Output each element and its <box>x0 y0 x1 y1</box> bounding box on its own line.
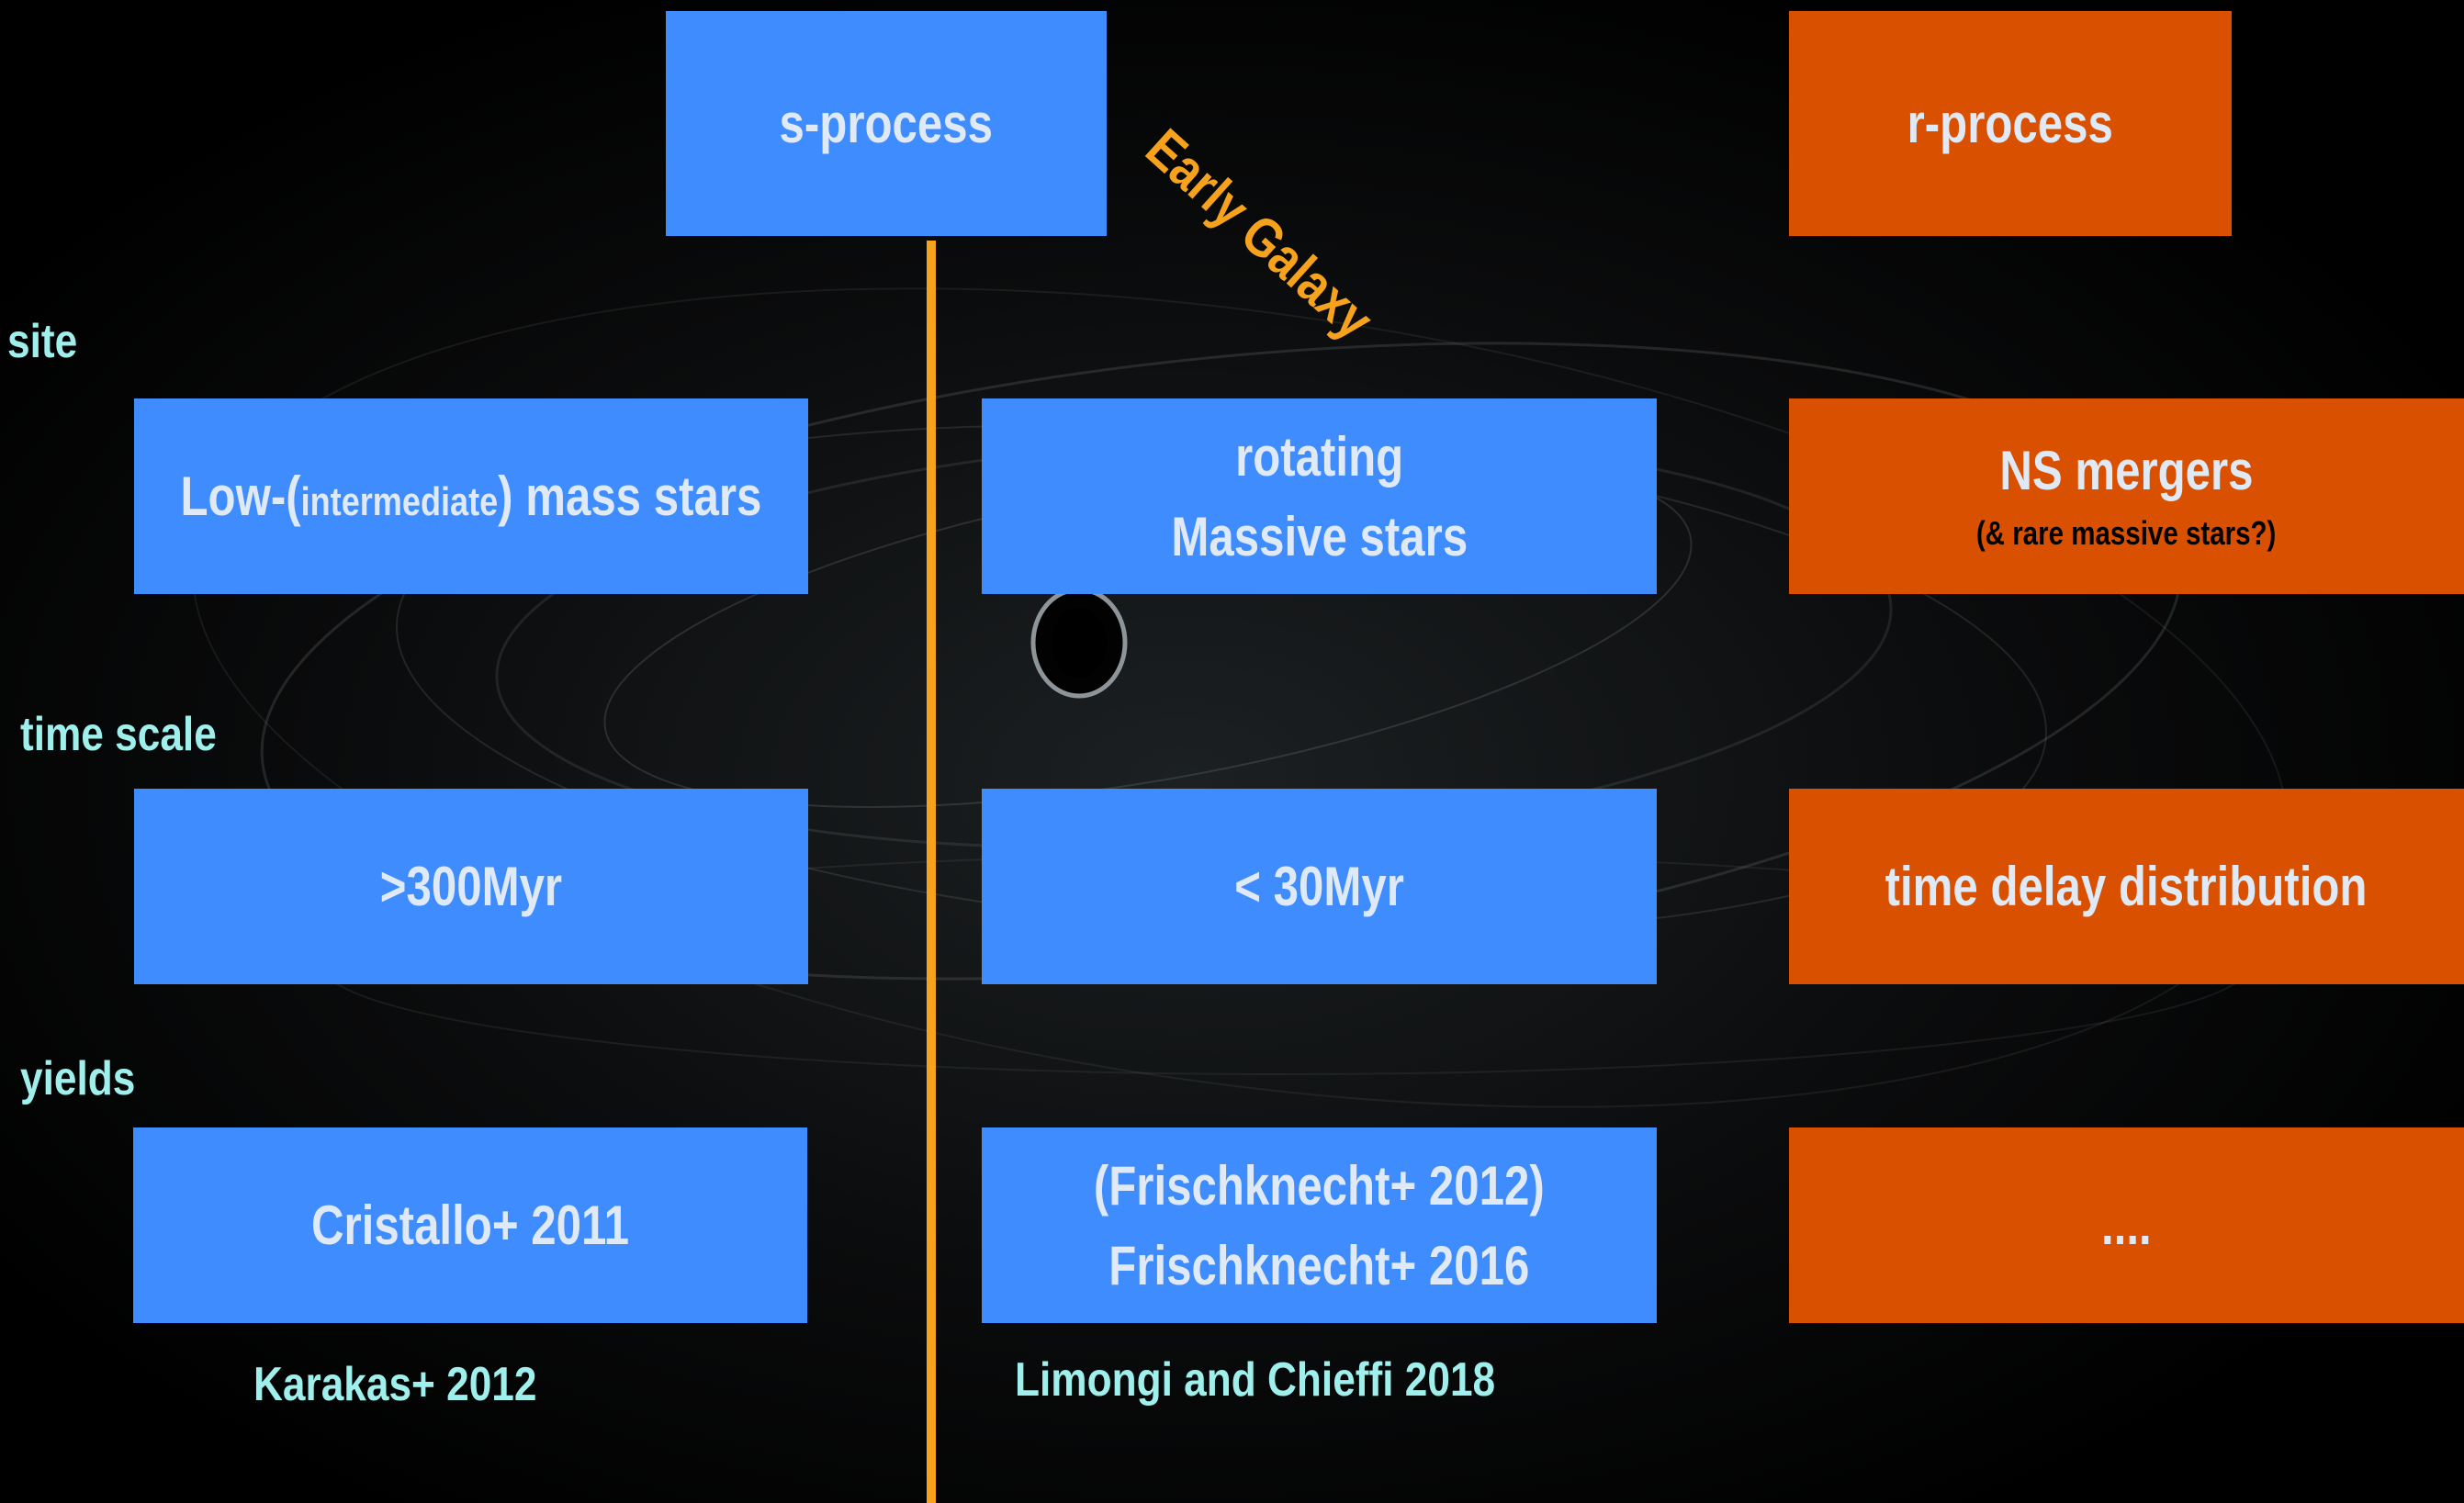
yields-massive-line2: Frischknecht+ 2016 <box>1108 1234 1530 1296</box>
yields-r-process-label: .... <box>2101 1194 2152 1256</box>
site-ns-mergers: NS mergers (& rare massive stars?) <box>1789 398 2464 594</box>
site-ns-mergers-sub: (& rare massive stars?) <box>1976 513 2277 552</box>
yields-massive-line1: (Frischknecht+ 2012) <box>1094 1154 1545 1217</box>
low-mass-prefix: Low-( <box>180 465 301 527</box>
note-karakas: Karakas+ 2012 <box>253 1358 537 1411</box>
timescale-low-mass: >300Myr <box>134 789 808 984</box>
note-limongi: Limongi and Chieffi 2018 <box>1015 1353 1496 1407</box>
yields-r-process: .... <box>1789 1127 2464 1323</box>
timescale-massive-label: < 30Myr <box>1234 855 1404 917</box>
timescale-massive: < 30Myr <box>982 789 1657 984</box>
yields-massive: (Frischknecht+ 2012) Frischknecht+ 2016 <box>982 1127 1657 1323</box>
s-process-header: s-process <box>666 11 1107 236</box>
yields-low-mass-label: Cristallo+ 2011 <box>311 1194 629 1256</box>
site-ns-mergers-label: NS mergers <box>1999 439 2254 501</box>
row-label-site: site <box>7 315 78 368</box>
site-rotating-massive-stars: rotating Massive stars <box>982 398 1657 594</box>
row-label-yields: yields <box>20 1052 136 1105</box>
r-process-header: r-process <box>1789 11 2232 236</box>
low-mass-suffix: ) mass stars <box>498 465 762 527</box>
row-label-time-scale: time scale <box>20 708 217 761</box>
timescale-r-process: time delay distribution <box>1789 789 2464 984</box>
early-galaxy-divider <box>927 241 936 1503</box>
site-massive-line1: rotating <box>1234 425 1404 488</box>
yields-low-mass: Cristallo+ 2011 <box>133 1127 807 1323</box>
site-low-mass-stars: Low-(intermediate) mass stars <box>134 398 808 594</box>
timescale-r-process-label: time delay distribution <box>1885 855 2368 917</box>
site-massive-line2: Massive stars <box>1171 505 1468 567</box>
site-low-mass-stars-label: Low-(intermediate) mass stars <box>181 455 762 538</box>
s-process-header-label: s-process <box>779 92 994 154</box>
low-mass-intermediate: intermediate <box>300 478 499 524</box>
timescale-low-mass-label: >300Myr <box>379 855 563 917</box>
r-process-header-label: r-process <box>1907 92 2114 154</box>
